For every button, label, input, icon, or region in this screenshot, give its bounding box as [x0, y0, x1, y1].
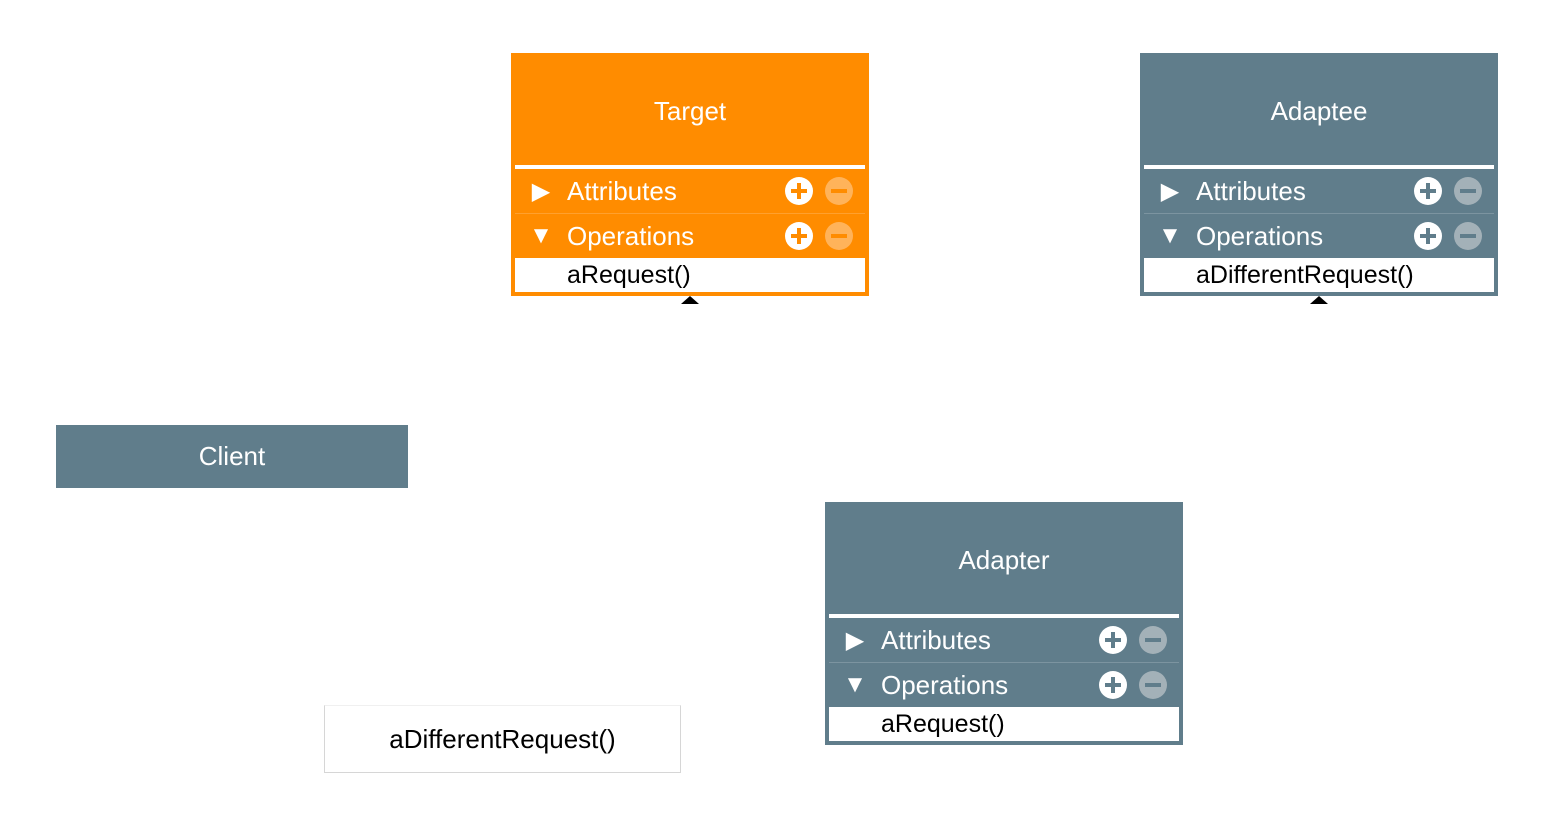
class-title: Target [515, 57, 865, 169]
triangle-down-icon[interactable]: ▼ [1158, 222, 1182, 249]
operations-label: Operations [881, 669, 1009, 700]
plus-circle-icon[interactable] [785, 222, 813, 250]
minus-circle-icon[interactable] [825, 177, 853, 205]
attributes-label: Attributes [1196, 175, 1306, 206]
class-title: Adaptee [1144, 57, 1494, 169]
operations-label: Operations [567, 220, 695, 251]
plus-circle-icon[interactable] [1099, 626, 1127, 654]
attributes-section[interactable]: ▶ Attributes [829, 618, 1179, 663]
operation-item[interactable]: aRequest() [515, 258, 865, 292]
plus-circle-icon[interactable] [1099, 671, 1127, 699]
note-text: aDifferentRequest() [389, 723, 616, 754]
class-client[interactable]: Client [56, 425, 408, 488]
connector-anchor-icon[interactable] [681, 296, 699, 304]
operations-section[interactable]: ▼ Operations [1144, 214, 1494, 258]
operation-item[interactable]: aRequest() [829, 707, 1179, 741]
minus-circle-icon[interactable] [1139, 626, 1167, 654]
class-title: Adapter [829, 506, 1179, 618]
minus-circle-icon[interactable] [825, 222, 853, 250]
operation-item[interactable]: aDifferentRequest() [1144, 258, 1494, 292]
operations-label: Operations [1196, 220, 1324, 251]
minus-circle-icon[interactable] [1454, 222, 1482, 250]
plus-circle-icon[interactable] [1414, 222, 1442, 250]
plus-circle-icon[interactable] [785, 177, 813, 205]
attributes-label: Attributes [567, 175, 677, 206]
triangle-down-icon[interactable]: ▼ [529, 222, 553, 249]
client-title: Client [198, 441, 266, 471]
minus-circle-icon[interactable] [1139, 671, 1167, 699]
triangle-right-icon[interactable]: ▶ [531, 177, 551, 205]
class-adaptee[interactable]: Adaptee ▶ Attributes ▼ Operations aDiffe… [1140, 53, 1498, 304]
operations-section[interactable]: ▼ Operations [515, 214, 865, 258]
triangle-right-icon[interactable]: ▶ [845, 626, 865, 654]
minus-circle-icon[interactable] [1454, 177, 1482, 205]
connector-anchor-icon[interactable] [1310, 296, 1328, 304]
plus-circle-icon[interactable] [1414, 177, 1442, 205]
attributes-label: Attributes [881, 624, 991, 655]
class-adapter[interactable]: Adapter ▶ Attributes ▼ Operations aReque… [825, 502, 1183, 745]
triangle-down-icon[interactable]: ▼ [843, 671, 867, 698]
attributes-section[interactable]: ▶ Attributes [515, 169, 865, 214]
note-box[interactable]: aDifferentRequest() [324, 705, 681, 773]
triangle-right-icon[interactable]: ▶ [1160, 177, 1180, 205]
operations-section[interactable]: ▼ Operations [829, 663, 1179, 707]
attributes-section[interactable]: ▶ Attributes [1144, 169, 1494, 214]
class-target[interactable]: Target ▶ Attributes ▼ Operations aReques… [511, 53, 869, 304]
